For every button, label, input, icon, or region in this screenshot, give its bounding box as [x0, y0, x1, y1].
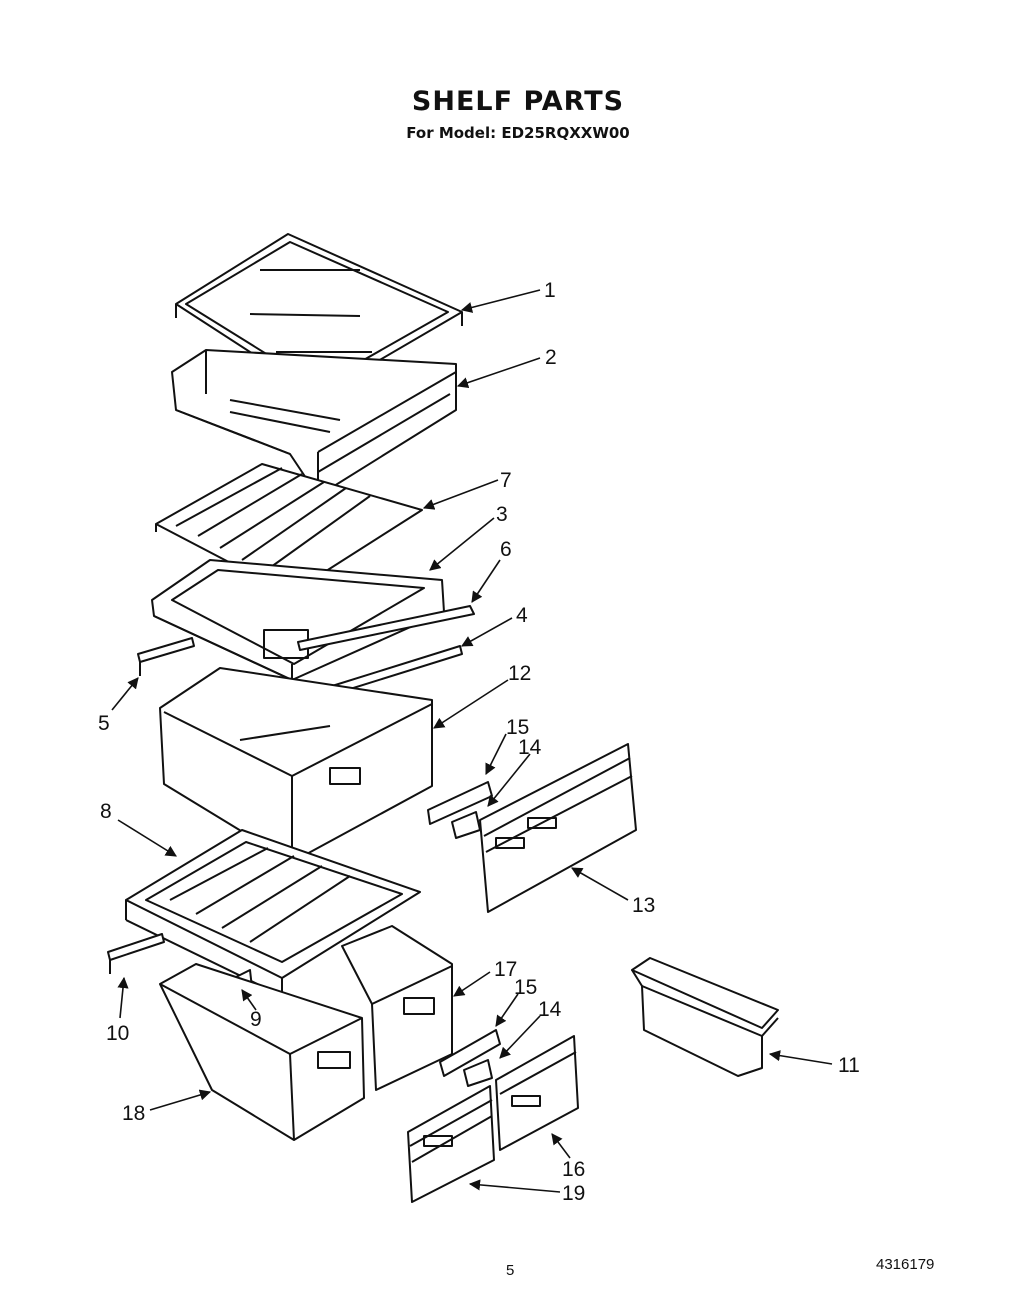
crisper-pan-lower-left	[159, 963, 365, 1141]
model-subtitle: For Model: ED25RQXXW00	[406, 124, 630, 142]
shelf-rail-left	[137, 637, 195, 676]
callout-2: 2	[545, 346, 557, 369]
callout-14-upper: 14	[518, 736, 542, 759]
lower-rail-left	[107, 933, 165, 974]
callout-3: 3	[496, 503, 508, 526]
lower-pan-front-left	[407, 1085, 495, 1203]
diagram-title: SHELF PARTS	[411, 86, 625, 117]
drawer-slide-bracket-lower	[439, 1029, 501, 1087]
callout-18: 18	[122, 1102, 145, 1125]
shelf-glass-insert	[155, 463, 423, 602]
leader-lines	[111, 289, 833, 1193]
crisper-pan-front	[479, 743, 637, 913]
lower-pan-front-right	[495, 1035, 579, 1151]
document-number: 4316179	[876, 1256, 935, 1273]
callout-labels: 1 2 7 3 6 4 5 12 15 14 13 8 17 15 14 10 …	[98, 279, 860, 1205]
lower-shelf-glass	[125, 829, 421, 997]
callout-10: 10	[106, 1022, 129, 1045]
callout-15-upper: 15	[506, 716, 529, 739]
callout-7: 7	[500, 469, 512, 492]
callout-4: 4	[516, 604, 528, 627]
callout-19: 19	[562, 1182, 585, 1205]
callout-17: 17	[494, 958, 517, 981]
callout-12: 12	[508, 662, 531, 685]
callout-9: 9	[250, 1008, 262, 1031]
crisper-pan-upper	[159, 667, 433, 863]
callout-16: 16	[562, 1158, 585, 1181]
callout-6: 6	[500, 538, 512, 561]
crisper-frame	[171, 349, 457, 497]
callout-14-lower: 14	[538, 998, 562, 1021]
callout-15-lower: 15	[514, 976, 537, 999]
callout-8: 8	[100, 800, 112, 823]
callout-5: 5	[98, 712, 110, 735]
door-bin	[631, 957, 779, 1077]
callout-13: 13	[632, 894, 655, 917]
page-number: 5	[506, 1262, 515, 1279]
shelf-rail-right-upper	[297, 605, 475, 651]
callout-1: 1	[544, 279, 556, 302]
callout-11: 11	[838, 1054, 860, 1077]
